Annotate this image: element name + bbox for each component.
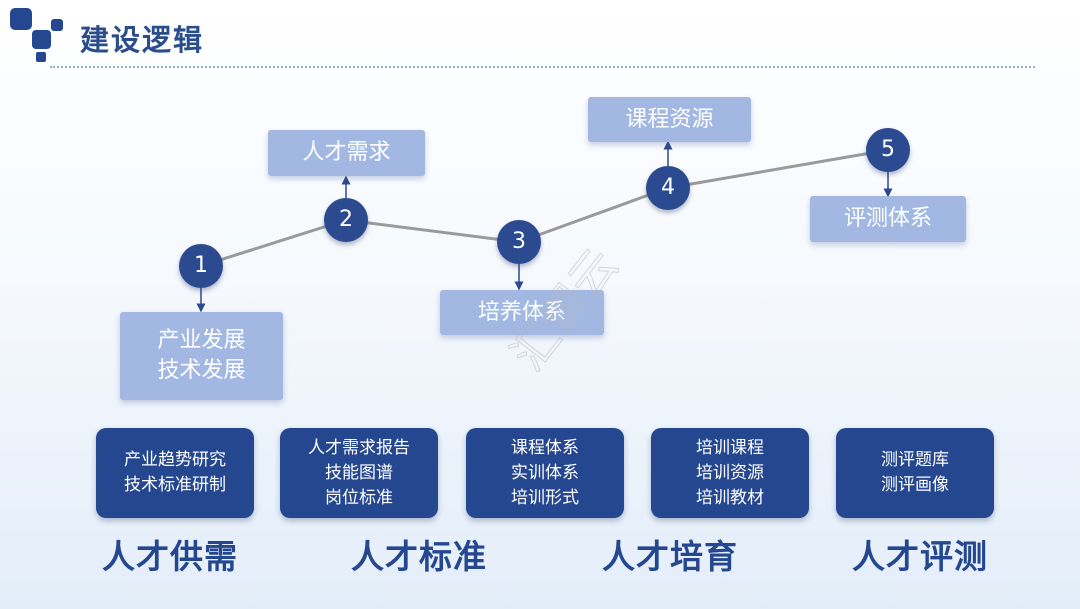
category-box-training: 培训课程 培训资源 培训教材 <box>651 428 809 518</box>
category-item: 岗位标准 <box>325 487 393 508</box>
step-2-node: 2 <box>324 198 368 242</box>
category-item: 培训教材 <box>696 487 764 508</box>
step-5-box: 评测体系 <box>810 196 966 242</box>
watermark-text: 汇课云 <box>500 238 628 380</box>
step-1-node: 1 <box>179 244 223 288</box>
category-item: 人才需求报告 <box>308 437 410 458</box>
category-item: 课程体系 <box>511 437 579 458</box>
step-5-line-1: 评测体系 <box>843 206 932 231</box>
logo-icon <box>10 8 63 62</box>
step-4-node: 4 <box>646 166 690 210</box>
category-item: 实训体系 <box>511 462 579 483</box>
category-title-supply: 人才供需 <box>102 537 238 576</box>
step-3-line-1: 培养体系 <box>477 299 566 325</box>
page-title: 建设逻辑 <box>80 23 205 57</box>
step-4-box: 课程资源 <box>588 97 751 142</box>
step-4-line-1: 课程资源 <box>625 106 714 132</box>
category-title-evaluation: 人才评测 <box>852 537 988 576</box>
category-title-standard: 人才标准 <box>351 537 487 576</box>
category-box-standard: 人才需求报告 技能图谱 岗位标准 <box>280 428 438 518</box>
category-item: 培训资源 <box>696 462 764 483</box>
category-item: 测评画像 <box>881 475 949 495</box>
step-5-node: 5 <box>866 128 910 172</box>
step-2-line-1: 人才需求 <box>302 140 391 165</box>
step-3-node: 3 <box>497 220 541 264</box>
step-1-box: 产业发展 技术发展 <box>120 312 283 400</box>
category-item: 技术标准研制 <box>124 475 226 495</box>
category-item: 产业趋势研究 <box>124 450 226 470</box>
category-item: 技能图谱 <box>325 462 393 483</box>
watermark: 汇课云 <box>500 238 629 381</box>
step-3-box: 培养体系 <box>440 290 604 335</box>
category-title-training: 人才培育 <box>602 537 738 576</box>
category-box-evaluation: 测评题库 测评画像 <box>836 428 994 518</box>
step-1-line-1: 产业发展 <box>157 328 246 353</box>
category-item: 培训形式 <box>511 487 579 508</box>
step-1-line-2: 技术发展 <box>157 358 246 383</box>
step-2-box: 人才需求 <box>268 130 425 176</box>
category-box-system: 课程体系 实训体系 培训形式 <box>466 428 624 518</box>
category-item: 培训课程 <box>696 437 764 458</box>
title-divider <box>50 66 1035 68</box>
category-box-supply: 产业趋势研究 技术标准研制 <box>96 428 254 518</box>
category-item: 测评题库 <box>881 450 949 470</box>
